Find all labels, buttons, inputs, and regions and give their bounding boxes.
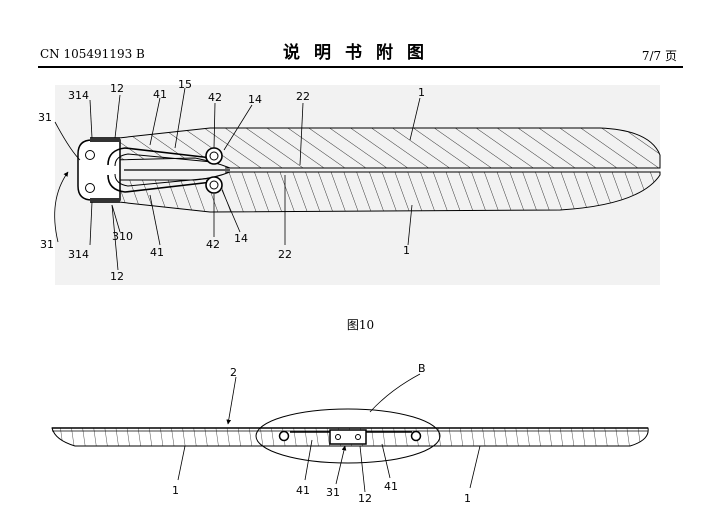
fig10-label-12: 12 — [110, 82, 124, 95]
fig10-label-14-lower: 14 — [234, 232, 248, 245]
fig10-label-42: 42 — [208, 91, 222, 104]
fig10-label-42-lower: 42 — [206, 238, 220, 251]
fig10-label-314-lower: 314 — [68, 248, 89, 261]
fig10-label-41: 41 — [153, 88, 167, 101]
fig10-label-14: 14 — [248, 93, 262, 106]
upper-blade — [99, 127, 661, 169]
fig10-label-12-lower: 12 — [110, 270, 124, 283]
fig10-label-31-lower: 31 — [40, 238, 54, 251]
detail-ellipse-b — [255, 408, 441, 464]
fig11-label-41-right: 41 — [384, 480, 398, 493]
spring-arm-lower — [107, 174, 213, 193]
figure-10: 31 314 12 41 15 42 14 22 1 31 314 310 41… — [38, 78, 661, 285]
page-header: CN 105491193 B 说明书附图 7/7 页 — [0, 0, 721, 70]
fig10-label-22-lower: 22 — [278, 248, 292, 261]
fig10-label-1-lower: 1 — [403, 244, 410, 257]
fig10-label-22: 22 — [296, 90, 310, 103]
page-number: 7/7 页 — [641, 49, 677, 63]
document-title: 说明书附图 — [283, 43, 438, 63]
fig10-label-15: 15 — [178, 78, 192, 91]
fig11-label-1-left: 1 — [172, 484, 179, 497]
fig10-label-314: 314 — [68, 89, 89, 102]
hinge-housing — [77, 139, 121, 201]
spring-arm-upper — [107, 147, 213, 166]
publication-number: CN 105491193 B — [40, 47, 145, 61]
fig11-label-b: B — [418, 362, 426, 375]
fig10-label-310: 310 — [112, 230, 133, 243]
fig10-label-31: 31 — [38, 111, 52, 124]
fig10-label-41-lower: 41 — [150, 246, 164, 259]
fig11-label-12: 12 — [358, 492, 372, 505]
fig11-label-2: 2 — [230, 366, 237, 379]
figure-10-caption: 图10 — [346, 318, 375, 332]
fig11-label-41-left: 41 — [296, 484, 310, 497]
fig11-label-31: 31 — [326, 486, 340, 499]
header-rule — [38, 66, 683, 68]
fig10-label-1: 1 — [418, 86, 425, 99]
figure-11: 2 B 1 41 31 12 41 1 — [51, 362, 649, 505]
center-connector — [329, 429, 367, 445]
fig11-label-1-right: 1 — [464, 492, 471, 505]
